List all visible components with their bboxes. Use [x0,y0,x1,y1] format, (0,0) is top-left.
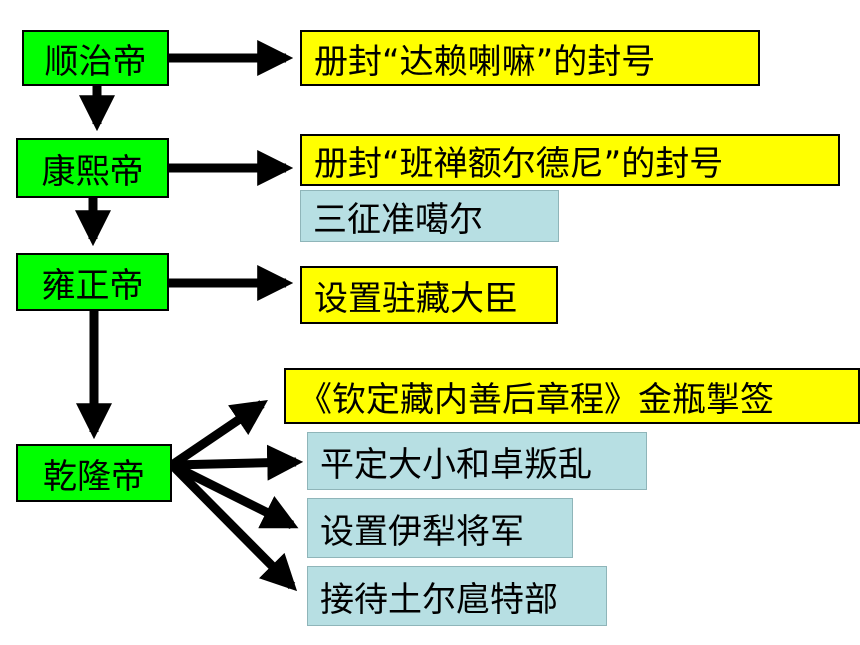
event-dzungar-campaigns-text: 三征准噶尔 [313,199,483,240]
event-dzungar-campaigns: 三征准噶尔 [300,190,559,242]
arrow-qianlong-to-event-4 [168,461,298,592]
arrow-qianlong-to-event-3 [169,460,299,530]
event-panchen-erdeni-title: 册封“班禅额尔德尼”的封号 [300,134,840,186]
emperor-shunzhi: 顺治帝 [22,30,169,86]
emperor-yongzheng: 雍正帝 [16,253,169,311]
emperor-kangxi-label: 康熙帝 [41,151,144,192]
event-amban-established: 设置驻藏大臣 [300,266,558,324]
event-golden-urn-regulations-text: 《钦定藏内善后章程》金瓶掣签 [298,379,774,420]
emperor-qianlong: 乾隆帝 [16,444,172,502]
event-khoja-rebellion-quelled-text: 平定大小和卓叛乱 [320,444,592,485]
event-dalai-lama-title: 册封“达赖喇嘛”的封号 [300,30,760,86]
event-torghut-received: 接待土尔扈特部 [307,566,607,626]
emperor-shunzhi-label: 顺治帝 [44,41,147,82]
event-dalai-lama-title-text: 册封“达赖喇嘛”的封号 [314,41,656,82]
emperor-qianlong-label: 乾隆帝 [43,456,145,497]
arrow-qianlong-to-event-2 [171,444,304,481]
arrow-qianlong-to-event-1 [169,399,268,469]
emperor-yongzheng-label: 雍正帝 [41,265,144,306]
event-golden-urn-regulations: 《钦定藏内善后章程》金瓶掣签 [284,368,860,424]
emperor-kangxi: 康熙帝 [16,138,169,198]
event-khoja-rebellion-quelled: 平定大小和卓叛乱 [307,432,647,490]
event-panchen-erdeni-title-text: 册封“班禅额尔德尼”的封号 [314,143,724,184]
event-ili-general-established-text: 设置伊犁将军 [320,511,524,552]
event-torghut-received-text: 接待土尔扈特部 [320,579,558,620]
event-ili-general-established: 设置伊犁将军 [307,498,573,558]
event-amban-established-text: 设置驻藏大臣 [314,278,518,319]
